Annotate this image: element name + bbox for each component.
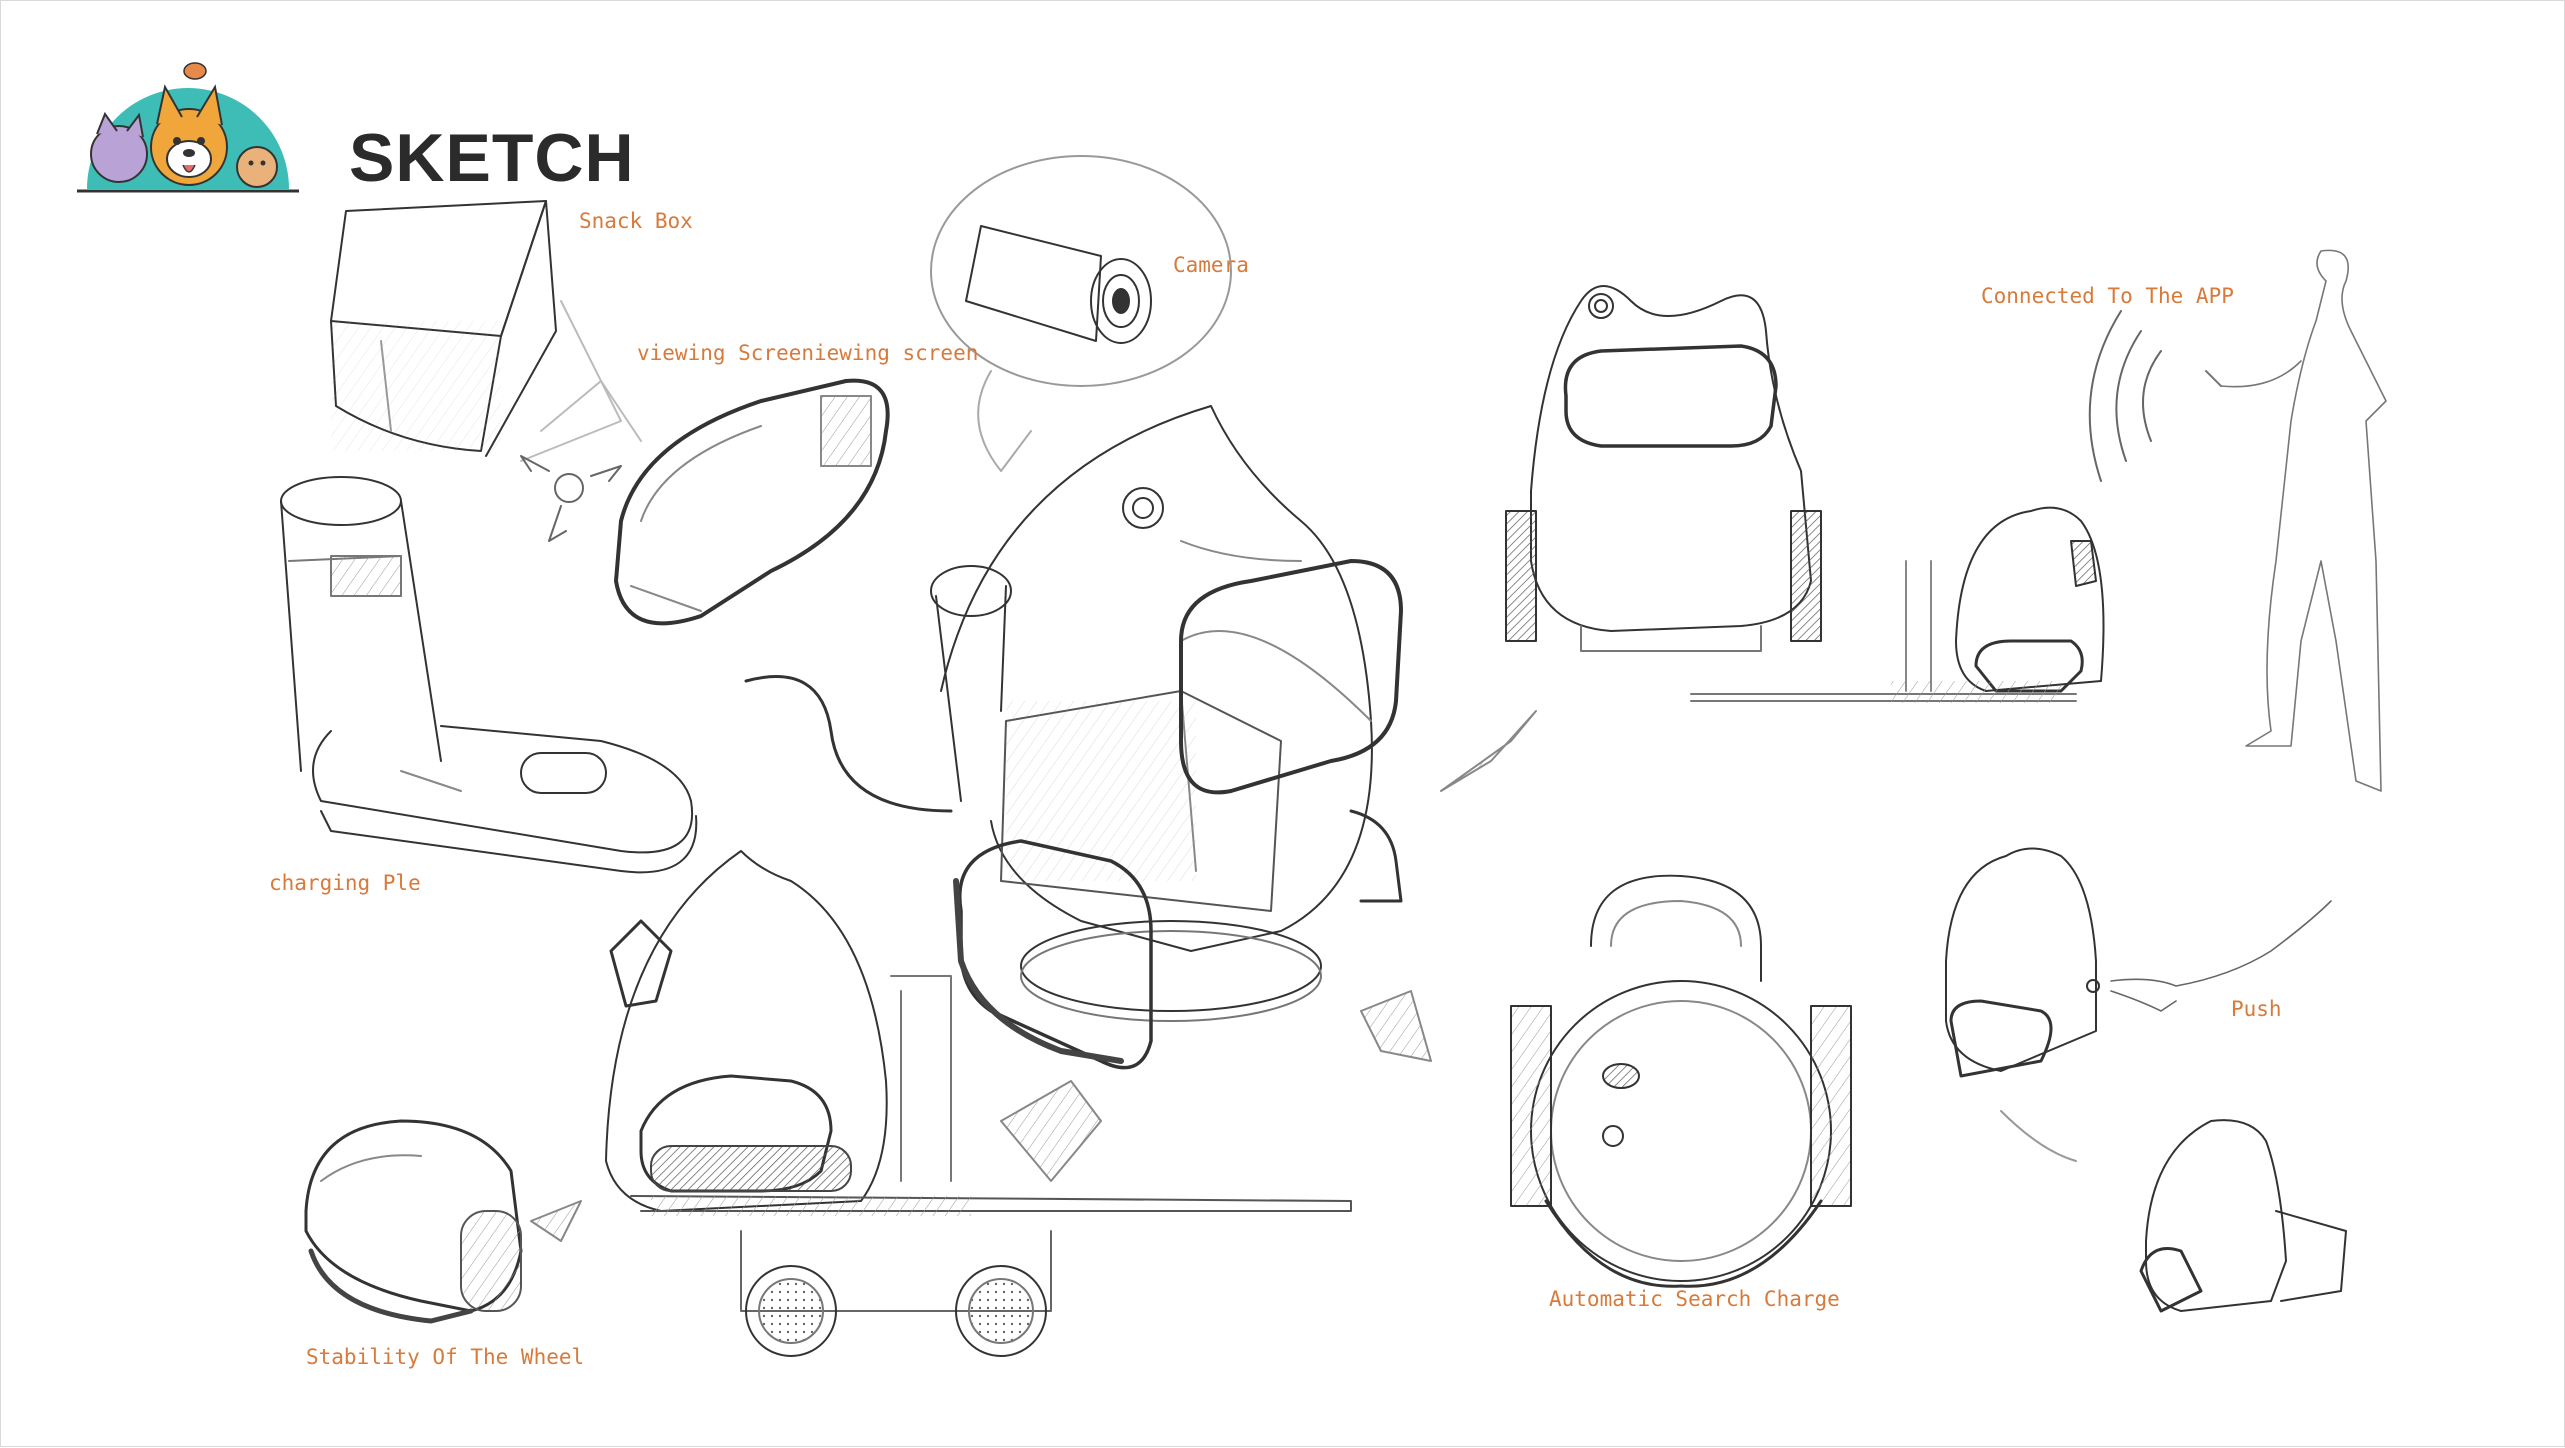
main-robot-sketch — [744, 405, 1537, 1070]
viewing-screen-sketch — [614, 378, 890, 626]
front-view-robot-sketch — [1505, 285, 1822, 652]
page-title: SKETCH — [349, 120, 635, 196]
label-camera: Camera — [1173, 253, 1249, 277]
movement-arrows — [520, 455, 622, 542]
label-automatic-search-charge: Automatic Search Charge — [1549, 1287, 1840, 1311]
label-push: Push — [2231, 997, 2282, 1021]
camera-sketch — [930, 155, 1232, 472]
label-snack-box: Snack Box — [579, 209, 693, 233]
side-view-robot-sketch — [530, 850, 1352, 1242]
snack-box-sketch — [330, 200, 642, 462]
label-connected-app: Connected To The APP — [1981, 284, 2234, 308]
wheel-cart-sketch — [740, 1230, 1052, 1357]
stability-wheel-sketch — [304, 1119, 523, 1324]
connected-app-sketch — [1690, 249, 2387, 792]
automatic-search-charge-sketch — [1510, 874, 1852, 1288]
charging-pile-sketch — [280, 476, 698, 874]
brand-logo-pets — [77, 62, 299, 193]
push-sketch — [1945, 847, 2347, 1313]
label-stability-wheel: Stability Of The Wheel — [306, 1345, 585, 1369]
label-viewing-screen: viewing Screeniewing screen — [637, 341, 979, 365]
label-charging-pile: charging Ple — [269, 871, 421, 895]
